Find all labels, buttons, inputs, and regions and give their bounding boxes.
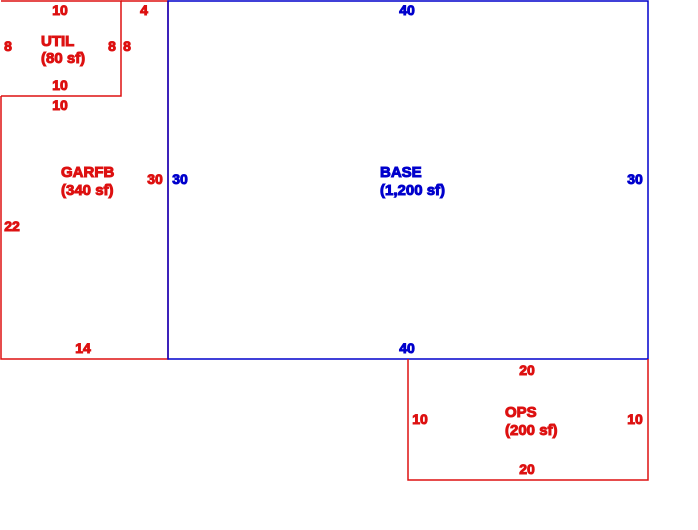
util-dim-left: 8 bbox=[4, 38, 12, 54]
ops-dim-left: 10 bbox=[412, 411, 428, 427]
util-dim-bottom: 10 bbox=[52, 77, 68, 93]
util-outline bbox=[1, 0, 122, 97]
garfb-dim-right-upper: 8 bbox=[123, 38, 131, 54]
base-dim-bottom: 40 bbox=[399, 340, 415, 356]
garfb-area-label: (340 sf) bbox=[61, 182, 114, 199]
ops-area-label: (200 sf) bbox=[505, 422, 558, 439]
garfb-dim-right: 30 bbox=[147, 171, 163, 187]
util-dim-top: 10 bbox=[52, 2, 68, 18]
garfb-area: GARFB (340 sf) 4 8 10 30 22 14 bbox=[0, 0, 169, 360]
garfb-name: GARFB bbox=[61, 164, 114, 181]
garfb-dim-top: 10 bbox=[52, 97, 68, 113]
garfb-dim-top-gap: 4 bbox=[140, 2, 148, 18]
util-area: UTIL (80 sf) 10 8 8 10 bbox=[1, 0, 122, 97]
base-area: BASE (1,200 sf) 40 30 30 40 bbox=[167, 0, 649, 360]
ops-name: OPS bbox=[505, 404, 537, 421]
util-dim-right: 8 bbox=[108, 38, 116, 54]
garfb-dim-left: 22 bbox=[4, 218, 20, 234]
ops-area: OPS (200 sf) 20 10 10 20 bbox=[407, 359, 649, 481]
ops-dim-right: 10 bbox=[627, 411, 643, 427]
util-name: UTIL bbox=[41, 33, 74, 50]
util-area-label: (80 sf) bbox=[41, 50, 85, 67]
garfb-dim-bottom: 14 bbox=[75, 340, 91, 356]
ops-dim-top: 20 bbox=[519, 362, 535, 378]
ops-outline bbox=[407, 359, 649, 481]
base-dim-left: 30 bbox=[172, 171, 188, 187]
base-dim-top: 40 bbox=[399, 2, 415, 18]
base-name: BASE bbox=[380, 164, 422, 181]
ops-dim-bottom: 20 bbox=[519, 461, 535, 477]
base-area-label: (1,200 sf) bbox=[380, 182, 445, 199]
base-dim-right: 30 bbox=[627, 171, 643, 187]
